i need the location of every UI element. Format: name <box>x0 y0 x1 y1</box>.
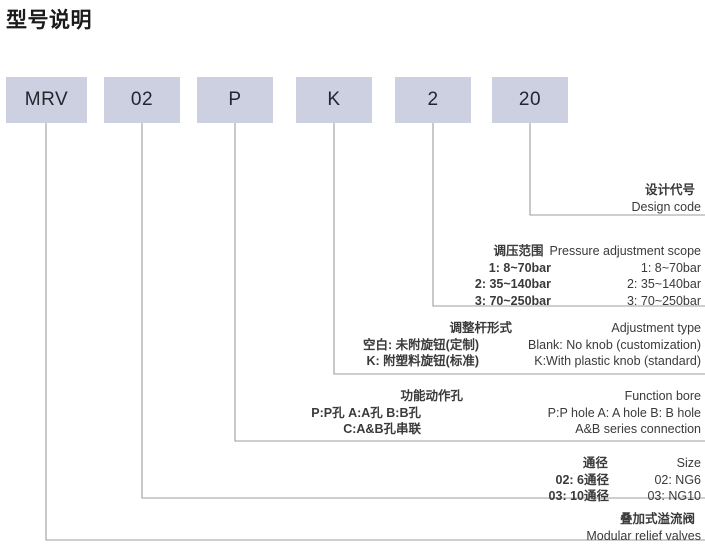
code-box-knob: K <box>296 77 372 123</box>
model-code-row: MRV 02 P K 2 20 <box>0 77 705 123</box>
function-bore-en-series: A&B series connection <box>575 422 701 436</box>
adjustment-type-en-k: K:With plastic knob (standard) <box>534 354 701 368</box>
size-row: 03: 10通径 03: NG10 <box>501 488 701 505</box>
size-en: Size <box>676 456 701 470</box>
size-cn-03: 03: 10通径 <box>548 489 609 503</box>
product-heading: 叠加式溢流阀 <box>586 511 701 528</box>
adjustment-type-en-blank: Blank: No knob (customization) <box>528 337 701 352</box>
size-cn-02: 02: 6通径 <box>555 472 610 487</box>
design-code-en: Design code <box>631 199 702 214</box>
pressure-scope-en-2: 2: 35~140bar <box>626 277 701 291</box>
adjustment-type-cn: 调整杆形式 <box>449 321 512 335</box>
label-group-function-bore: 功能动作孔 Function bore P:P孔 A:A孔 B:B孔 P:P h… <box>231 388 701 438</box>
function-bore-cn: 功能动作孔 <box>400 389 463 403</box>
adjustment-type-en: Adjustment type <box>611 321 701 335</box>
size-en-03: 03: NG10 <box>647 489 701 503</box>
label-group-pressure-scope: 调压范围 Pressure adjustment scope 1: 8~70ba… <box>411 243 701 309</box>
adjustment-type-row: 空白: 未附旋钮(定制) Blank: No knob (customizati… <box>329 337 701 354</box>
adjustment-type-cn-k: K: 附塑料旋钮(标准) <box>366 354 480 368</box>
label-group-size: 通径 Size 02: 6通径 02: NG6 03: 10通径 03: NG1… <box>501 455 701 505</box>
function-bore-row: P:P孔 A:A孔 B:B孔 P:P hole A: A hole B: B h… <box>231 405 701 422</box>
label-group-product: 叠加式溢流阀 Modular relief valves <box>586 511 701 544</box>
pressure-scope-heading: 调压范围 Pressure adjustment scope <box>411 243 701 260</box>
pressure-scope-cn-3: 3: 70~250bar <box>474 293 551 308</box>
pressure-scope-row: 3: 70~250bar 3: 70~250bar <box>411 293 701 310</box>
function-bore-cn-holes: P:P孔 A:A孔 B:B孔 <box>311 405 421 420</box>
pressure-scope-en-1: 1: 8~70bar <box>640 260 701 275</box>
product-cn: 叠加式溢流阀 <box>619 512 695 526</box>
size-heading: 通径 Size <box>501 455 701 472</box>
function-bore-cn-series: C:A&B孔串联 <box>343 422 421 436</box>
design-code-cn: 设计代号 <box>644 183 695 197</box>
code-box-pressure: 2 <box>395 77 471 123</box>
code-box-bore: P <box>197 77 273 123</box>
pressure-scope-row: 2: 35~140bar 2: 35~140bar <box>411 276 701 293</box>
function-bore-en-holes: P:P hole A: A hole B: B hole <box>547 405 701 420</box>
product-en: Modular relief valves <box>586 528 701 543</box>
pressure-scope-en: Pressure adjustment scope <box>549 244 701 258</box>
code-box-size: 02 <box>104 77 180 123</box>
pressure-scope-en-3: 3: 70~250bar <box>626 293 701 308</box>
adjustment-type-heading: 调整杆形式 Adjustment type <box>329 320 701 337</box>
label-group-adjustment-type: 调整杆形式 Adjustment type 空白: 未附旋钮(定制) Blank… <box>329 320 701 370</box>
pressure-scope-cn-2: 2: 35~140bar <box>474 277 551 291</box>
label-group-design-code: 设计代号 Design code <box>632 182 702 215</box>
size-row: 02: 6通径 02: NG6 <box>501 472 702 489</box>
code-box-series: MRV <box>6 77 87 123</box>
size-cn: 通径 <box>582 456 608 470</box>
design-code-heading: 设计代号 <box>632 182 702 199</box>
function-bore-row: C:A&B孔串联 A&B series connection <box>231 421 701 438</box>
page-title: 型号说明 <box>6 9 92 32</box>
design-code-en-row: Design code <box>632 199 702 216</box>
pressure-scope-cn: 调压范围 <box>493 244 544 258</box>
code-box-design: 20 <box>492 77 568 123</box>
pressure-scope-cn-1: 1: 8~70bar <box>488 260 551 275</box>
adjustment-type-row: K: 附塑料旋钮(标准) K:With plastic knob (standa… <box>329 353 702 370</box>
size-en-02: 02: NG6 <box>654 472 701 487</box>
leader-size <box>141 123 705 499</box>
adjustment-type-cn-blank: 空白: 未附旋钮(定制) <box>363 337 479 352</box>
function-bore-en: Function bore <box>624 389 701 403</box>
function-bore-heading: 功能动作孔 Function bore <box>231 388 701 405</box>
pressure-scope-row: 1: 8~70bar 1: 8~70bar <box>411 260 701 277</box>
product-en-row: Modular relief valves <box>586 528 701 545</box>
